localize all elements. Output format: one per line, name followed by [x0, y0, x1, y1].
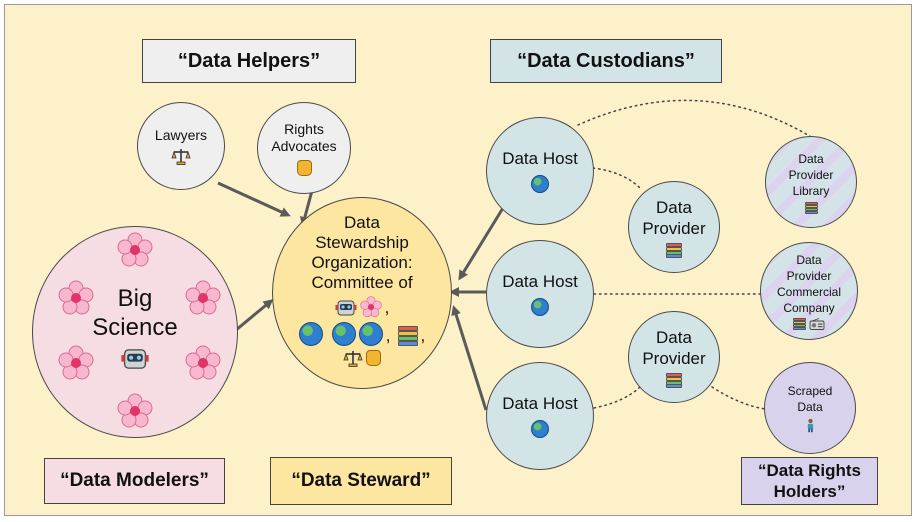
node-data-provider-2: Data Provider [628, 311, 720, 403]
rights-holders-line2: Holders” [773, 482, 846, 501]
cherry-blossom-icon [58, 280, 94, 315]
raised-fist-icon [366, 350, 381, 366]
commercial-line1: Data [796, 253, 822, 267]
provider-1-line1: Data [656, 197, 692, 217]
data-host-2-label: Data Host [502, 272, 578, 291]
commercial-icons [793, 318, 825, 330]
node-data-host-3: Data Host [486, 362, 594, 470]
scales-icon [171, 149, 191, 165]
link-host3-provider2 [593, 386, 641, 409]
globe-icon [298, 322, 323, 346]
robot-icon [335, 300, 357, 316]
radio-icon [809, 318, 825, 330]
cherry-blossom-icon [359, 296, 382, 318]
steward-icons-row1: , [335, 296, 390, 318]
node-rights-advocates: Rights Advocates [257, 102, 351, 194]
node-data-host-1: Data Host [486, 117, 594, 225]
globe-icon [358, 322, 383, 346]
steward-comma: , [420, 326, 426, 345]
steward-line1: Data [344, 213, 380, 232]
group-label-data-helpers: “Data Helpers” [142, 39, 356, 83]
steward-comma: , [385, 326, 391, 345]
arrow-host3-to-steward [451, 305, 488, 411]
lawyers-label: Lawyers [154, 127, 208, 143]
library-line2: Provider [788, 167, 834, 182]
cherry-blossom-icon [58, 345, 94, 380]
steward-icons-row3 [343, 349, 381, 367]
cherry-blossom-icon [117, 232, 153, 267]
rights-advocates-line1: Rights [284, 120, 324, 137]
library-line3: Library [792, 183, 830, 198]
link-host1-library [577, 99, 814, 139]
globe-icon [531, 175, 549, 193]
data-host-1-label: Data Host [502, 149, 578, 168]
books-icon [397, 326, 418, 346]
commercial-line4: Company [783, 301, 835, 315]
node-scraped-data: Scraped Data [764, 362, 856, 454]
cherry-blossom-icon [185, 280, 221, 315]
rights-advocates-line2: Advocates [271, 137, 337, 154]
node-data-provider-1: Data Provider [628, 181, 720, 273]
node-data-stewardship-organization: Data Stewardship Organization: Committee… [272, 197, 452, 389]
robot-icon [121, 349, 149, 369]
commercial-line3: Commercial [776, 285, 841, 299]
big-science-line2: Science [92, 314, 178, 341]
person-icon [807, 418, 813, 433]
arrow-lawyers-to-steward [217, 181, 291, 217]
provider-2-line2: Provider [642, 348, 706, 368]
globe-icon [531, 298, 549, 316]
node-data-provider-library: Data Provider Library [765, 136, 857, 228]
scraped-line1: Scraped [787, 384, 833, 398]
provider-2-line1: Data [656, 327, 692, 347]
globe-icon [331, 322, 356, 346]
steward-comma: , [384, 298, 390, 317]
books-icon [666, 242, 682, 258]
steward-line2: Stewardship [315, 233, 409, 252]
scraped-line2: Data [797, 400, 823, 414]
arrow-bigscience-to-steward [235, 299, 274, 332]
steward-line4: Committee of [311, 273, 413, 292]
cherry-blossom-icon [185, 345, 221, 380]
commercial-line2: Provider [786, 269, 832, 283]
link-provider2-scraped [711, 386, 766, 410]
data-host-3-label: Data Host [502, 394, 578, 413]
scales-icon [343, 351, 363, 367]
group-label-data-custodians: “Data Custodians” [490, 39, 722, 83]
books-icon [793, 318, 806, 330]
cherry-blossom-icon [117, 393, 153, 428]
books-icon [666, 372, 682, 388]
books-icon [804, 201, 818, 214]
library-line1: Data [798, 151, 824, 166]
steward-line3: Organization: [311, 253, 413, 272]
node-data-provider-commercial-company: Data Provider Commercial Company [760, 242, 858, 340]
steward-icons-row2: , , [298, 322, 426, 346]
arrow-host1-to-steward [458, 207, 505, 281]
provider-1-line2: Provider [642, 218, 706, 238]
node-data-host-2: Data Host [486, 240, 594, 348]
group-label-data-steward: “Data Steward” [270, 457, 452, 505]
rights-holders-line1: “Data Rights [758, 461, 861, 480]
link-host1-provider1 [592, 167, 643, 191]
big-science-line1: Big [117, 285, 153, 312]
globe-icon [531, 420, 549, 438]
group-label-data-rights-holders: “Data Rights Holders” [741, 457, 878, 505]
node-lawyers: Lawyers [137, 102, 225, 190]
group-label-data-modelers: “Data Modelers” [44, 458, 225, 504]
raised-fist-icon [296, 159, 312, 176]
